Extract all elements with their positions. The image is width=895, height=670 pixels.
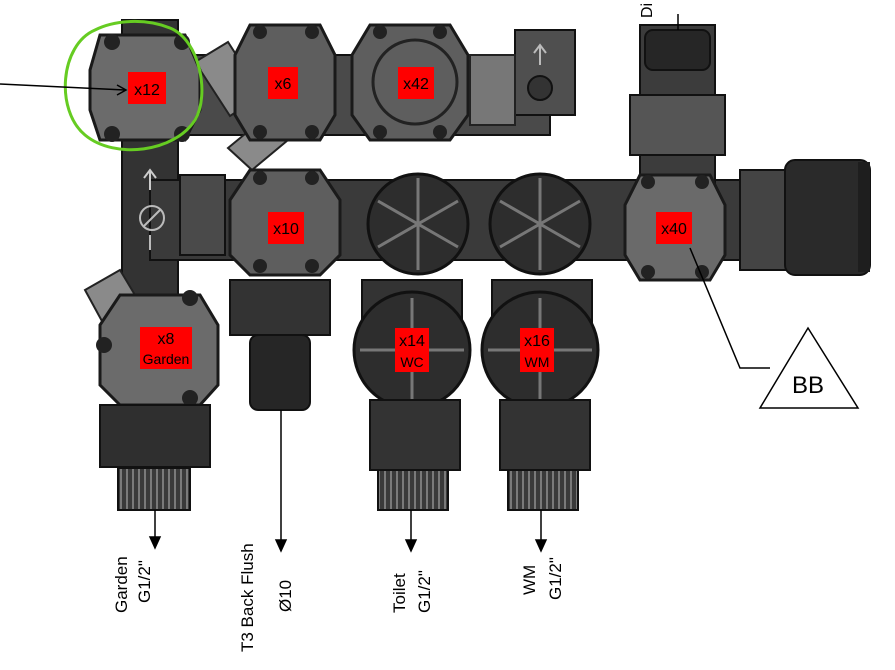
outlet-fitting-toilet xyxy=(377,469,449,511)
svg-text:G1/2": G1/2" xyxy=(135,560,154,603)
valve-tag-x16[interactable]: x16 WM xyxy=(520,328,554,372)
svg-text:WC: WC xyxy=(400,354,423,370)
valve-tag-x14[interactable]: x14 WC xyxy=(395,328,429,372)
outlet-arrows xyxy=(148,410,548,553)
outlet-fitting-backflush xyxy=(229,279,331,411)
leader-arrow-x12 xyxy=(0,83,128,96)
svg-text:G1/2": G1/2" xyxy=(415,570,434,613)
valve-tag-x12[interactable]: x12 xyxy=(128,72,166,104)
svg-text:T3 Back Flush: T3 Back Flush xyxy=(238,543,257,652)
svg-text:Ø10: Ø10 xyxy=(276,580,295,612)
svg-text:x16: x16 xyxy=(524,333,550,350)
outlet-label-backflush: T3 Back Flush Ø10 xyxy=(238,543,295,652)
svg-text:Toilet: Toilet xyxy=(390,573,409,613)
outlet-label-garden: Garden G1/2" xyxy=(112,556,154,613)
valve-body-14 xyxy=(352,279,472,471)
check-valve-right xyxy=(488,172,592,276)
callout-bb: BB xyxy=(689,247,860,409)
valve-tag-x8[interactable]: x8 Garden xyxy=(140,327,192,369)
svg-text:x8: x8 xyxy=(158,331,175,348)
valve-tag-x40[interactable]: x40 xyxy=(656,212,692,244)
highlight-circle xyxy=(63,19,204,152)
svg-text:x14: x14 xyxy=(399,333,425,350)
valve-body-16 xyxy=(480,279,600,471)
valve-tag-x10[interactable]: x10 xyxy=(268,212,304,244)
valve-tag-x42[interactable]: x42 xyxy=(398,67,434,99)
top-label: Di xyxy=(639,3,656,18)
svg-text:WM: WM xyxy=(520,565,539,595)
svg-text:x42: x42 xyxy=(403,76,429,93)
svg-text:x6: x6 xyxy=(275,76,292,93)
svg-text:x10: x10 xyxy=(273,221,299,238)
svg-text:Garden: Garden xyxy=(112,556,131,613)
outlet-label-toilet: Toilet G1/2" xyxy=(390,570,434,613)
svg-text:WM: WM xyxy=(525,354,550,370)
outlet-label-wm: WM G1/2" xyxy=(520,557,565,600)
svg-text:x12: x12 xyxy=(134,82,160,99)
valve-tag-x6[interactable]: x6 xyxy=(268,67,298,99)
outlet-fitting-garden xyxy=(99,404,211,511)
svg-text:BB: BB xyxy=(792,372,824,399)
outlet-fitting-wm xyxy=(507,469,579,511)
svg-text:Garden: Garden xyxy=(143,351,190,367)
check-valve-left xyxy=(366,172,470,276)
svg-text:G1/2": G1/2" xyxy=(546,557,565,600)
svg-text:x40: x40 xyxy=(661,221,687,238)
